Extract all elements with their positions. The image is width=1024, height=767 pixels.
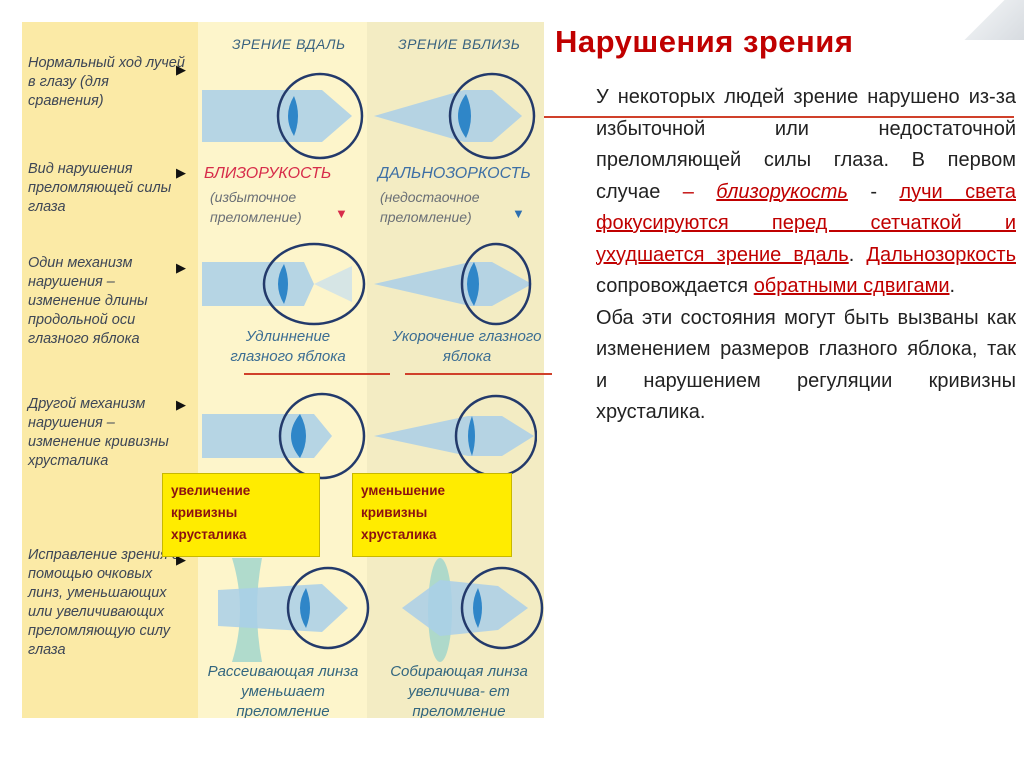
hyperopia-note: (недостаочное преломление) <box>380 187 510 227</box>
myopia-marker-icon: ▼ <box>335 206 348 221</box>
eye-shortened-icon <box>372 242 537 326</box>
header-near: ЗРЕНИЕ ВБЛИЗЬ <box>398 36 520 52</box>
text-run: - <box>848 181 899 203</box>
vision-diagram: ЗРЕНИЕ ВДАЛЬ ЗРЕНИЕ ВБЛИЗЬ Нормальный хо… <box>22 22 544 718</box>
header-far: ЗРЕНИЕ ВДАЛЬ <box>232 36 346 52</box>
arrow-icon: ▶ <box>176 397 186 413</box>
callout-increase-curvature: увеличение кривизны хрусталика <box>162 473 320 557</box>
elongation-caption: Удлиннение глазного яблока <box>218 327 358 367</box>
diverging-lens-eye-icon <box>218 550 378 670</box>
corner-decoration <box>964 0 1024 40</box>
paragraph-1: У некоторых людей зрение нарушено из-за … <box>596 82 1016 303</box>
eye-elongated-icon <box>202 240 367 328</box>
text-run: . <box>849 244 867 266</box>
text-run: . <box>950 275 956 297</box>
row-label-normal: Нормальный ход лучей в глазу (для сравне… <box>28 54 186 111</box>
body-text: У некоторых людей зрение нарушено из-за … <box>596 82 1016 429</box>
eye-normal-near-icon <box>372 72 537 160</box>
row-label-type: Вид нарушения преломляющей силы глаза <box>28 160 186 217</box>
eye-decreased-curvature-icon <box>372 394 537 478</box>
dash: – <box>683 181 694 203</box>
myopia-label: БЛИЗОРУКОСТЬ <box>204 164 331 184</box>
term-hyperopia: Дальнозоркость <box>866 244 1016 266</box>
term-myopia: близорукость <box>716 181 848 203</box>
myopia-note: (избыточное преломление) <box>210 187 340 227</box>
paragraph-2: Оба эти состояния могут быть вызваны как… <box>596 303 1016 429</box>
diverging-lens-caption: Рассеивающая линза уменьшает преломление <box>198 662 368 718</box>
arrow-icon: ▶ <box>176 260 186 276</box>
shortening-caption: Укорочение глазного яблока <box>392 327 542 367</box>
row-label-lens-curvature: Другой механизм нарушения – изменение кр… <box>28 395 186 471</box>
hyperopia-label: ДАЛЬНОЗОРКОСТЬ <box>378 164 531 184</box>
arrow-icon: ▶ <box>176 62 186 78</box>
eye-increased-curvature-icon <box>202 392 367 480</box>
highlight-reverse: обратными сдвигами <box>754 275 950 297</box>
eye-normal-far-icon <box>202 72 367 160</box>
text-run: сопровождается <box>596 275 754 297</box>
underline-elongation <box>244 373 390 375</box>
callout-decrease-curvature: уменьшение кривизны хрусталика <box>352 473 512 557</box>
page-title: Нарушения зрения <box>555 24 853 60</box>
hyperopia-marker-icon: ▼ <box>512 206 525 221</box>
arrow-icon: ▶ <box>176 165 186 181</box>
converging-lens-caption: Собирающая линза увеличива- ет преломлен… <box>374 662 544 718</box>
row-label-correction: Исправление зрения с помощью очковых лин… <box>28 546 186 660</box>
underline-shortening <box>405 373 552 375</box>
converging-lens-eye-icon <box>402 550 544 670</box>
row-label-axis: Один механизм нарушения – изменение длин… <box>28 254 186 349</box>
